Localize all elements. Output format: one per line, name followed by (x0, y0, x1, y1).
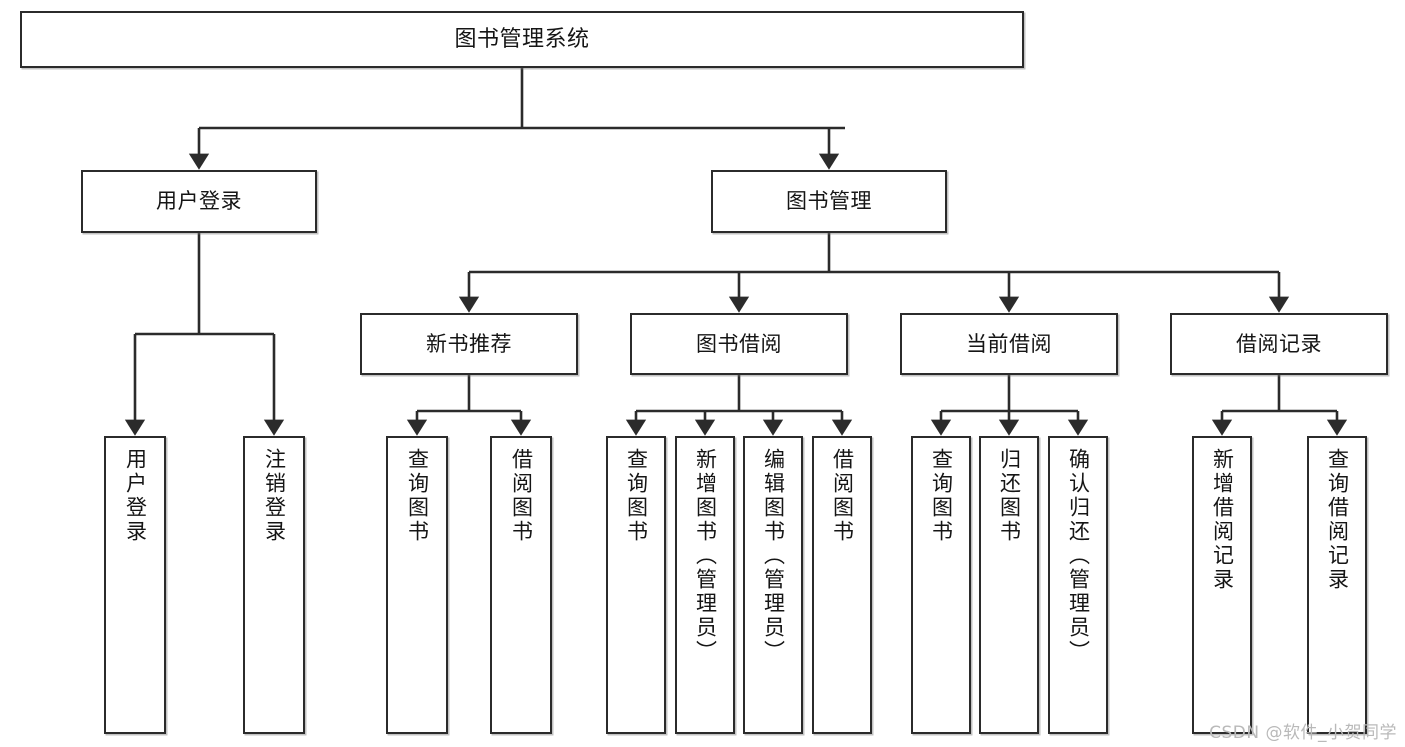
node-label: 用户登录 (156, 189, 242, 214)
node-label: 图书管理系统 (454, 26, 590, 52)
node-label: 图书管理 (786, 189, 872, 214)
node-label: 用户登录 (123, 448, 148, 544)
leaf-user-login-logout[interactable]: 注销登录 (243, 436, 305, 734)
node-label: 新增图书（管理员） (693, 448, 718, 664)
node-current-borrow[interactable]: 当前借阅 (900, 313, 1118, 375)
leaf-borrow-record-query-record[interactable]: 查询借阅记录 (1307, 436, 1367, 734)
leaf-new-book-query-book[interactable]: 查询图书 (386, 436, 448, 734)
leaf-borrow-record-add-record[interactable]: 新增借阅记录 (1192, 436, 1252, 734)
node-label: 注销登录 (262, 448, 287, 544)
node-label: 确认归还（管理员） (1066, 448, 1091, 664)
node-label: 归还图书 (997, 448, 1022, 544)
leaf-user-login-login[interactable]: 用户登录 (104, 436, 166, 734)
leaf-current-borrow-return-book[interactable]: 归还图书 (979, 436, 1039, 734)
leaf-current-borrow-confirm-return-admin[interactable]: 确认归还（管理员） (1048, 436, 1108, 734)
leaf-current-borrow-query-book[interactable]: 查询图书 (911, 436, 971, 734)
csdn-watermark: CSDN @软件_小贺同学 (1209, 723, 1397, 743)
leaf-new-book-borrow-book[interactable]: 借阅图书 (490, 436, 552, 734)
node-book-management[interactable]: 图书管理 (711, 170, 947, 233)
node-label: 查询借阅记录 (1325, 448, 1350, 592)
leaf-book-borrow-query-book[interactable]: 查询图书 (606, 436, 666, 734)
node-label: 借阅图书 (509, 448, 534, 544)
node-label: 当前借阅 (966, 331, 1052, 356)
node-label: 借阅记录 (1236, 331, 1322, 356)
node-user-login[interactable]: 用户登录 (81, 170, 317, 233)
node-label: 新增借阅记录 (1210, 448, 1235, 592)
node-label: 查询图书 (405, 448, 430, 544)
node-label: 借阅图书 (830, 448, 855, 544)
node-label: 图书借阅 (696, 331, 782, 356)
node-label: 编辑图书（管理员） (761, 448, 786, 664)
node-new-book-recommend[interactable]: 新书推荐 (360, 313, 578, 375)
node-label: 新书推荐 (426, 331, 512, 356)
node-label: 查询图书 (624, 448, 649, 544)
leaf-book-borrow-borrow-book[interactable]: 借阅图书 (812, 436, 872, 734)
leaf-book-borrow-add-book-admin[interactable]: 新增图书（管理员） (675, 436, 735, 734)
node-root-library-system[interactable]: 图书管理系统 (20, 11, 1024, 68)
node-label: 查询图书 (929, 448, 954, 544)
leaf-book-borrow-edit-book-admin[interactable]: 编辑图书（管理员） (743, 436, 803, 734)
node-borrow-record[interactable]: 借阅记录 (1170, 313, 1388, 375)
node-book-borrow[interactable]: 图书借阅 (630, 313, 848, 375)
